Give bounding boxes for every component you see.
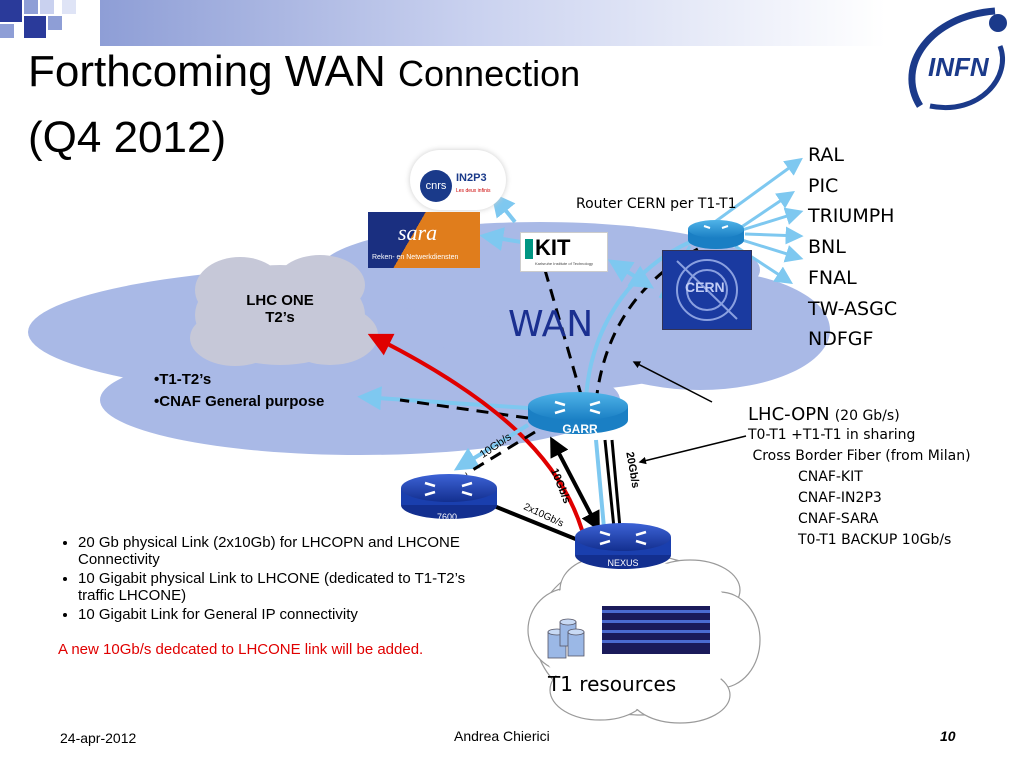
cern-text: CERN — [685, 279, 725, 295]
t2-bullet-1: •T1-T2’s — [154, 371, 212, 388]
footer-author: Andrea Chierici — [454, 728, 550, 744]
corner-squares — [0, 0, 100, 46]
router-7600-label: 7600 — [436, 512, 458, 522]
t2-bullet-list: •T1-T2’s •CNAF General purpose — [154, 369, 324, 413]
lhcopn-sub-3: CNAF-SARA — [798, 511, 879, 527]
kit-logo: KIT Karlsruhe Institute of Technology — [520, 232, 608, 272]
router-nexus — [575, 523, 671, 569]
router-cern — [688, 220, 744, 249]
site-ral: RAL — [808, 144, 845, 166]
lhcopn-block: LHC-OPN (20 Gb/s) T0-T1 +T1-T1 in sharin… — [748, 404, 1018, 551]
lhcopn-speed: (20 Gb/s) — [834, 408, 900, 424]
lhcone-label-line1: LHC ONE — [246, 292, 314, 309]
lhcopn-sub-1: CNAF-KIT — [798, 469, 863, 485]
router-garr — [528, 392, 628, 434]
router-cern-caption: Router CERN per T1-T1 — [576, 196, 737, 212]
cern-logo: CERN — [662, 250, 752, 330]
site-fnal: FNAL — [808, 266, 857, 289]
cnrs-text: cnrs — [420, 170, 452, 202]
wan-label: WAN — [508, 304, 594, 345]
site-ndfgf: NDFGF — [808, 328, 874, 351]
notes-block: 20 Gb physical Link (2x10Gb) for LHCOPN … — [58, 534, 478, 658]
router-garr-label: GARR — [562, 422, 598, 436]
site-pic: PIC — [808, 174, 839, 197]
lhcopn-line-1: T0-T1 +T1-T1 in sharing — [748, 427, 916, 443]
router-7600 — [401, 474, 497, 519]
site-tw-asgc: TW-ASGC — [808, 297, 898, 320]
kit-sub: Karlsruhe Institute of Technology — [535, 261, 593, 266]
lhcone-cloud-label: LHC ONE T2’s — [230, 292, 330, 326]
note-item: 10 Gigabit physical Link to LHCONE (dedi… — [78, 570, 478, 604]
lhcopn-title-row: LHC-OPN (20 Gb/s) — [748, 404, 1018, 425]
footer-date: 24-apr-2012 — [60, 730, 137, 746]
slide-title: Forthcoming WAN Connection (Q4 2012) — [28, 40, 788, 170]
lhcopn-title: LHC-OPN — [748, 404, 830, 425]
footer-page-number: 10 — [940, 728, 956, 744]
site-bnl: BNL — [808, 236, 846, 259]
lhcopn-sublist: CNAF-KIT CNAF-IN2P3 CNAF-SARA T0-T1 BACK… — [748, 467, 1018, 551]
t1-sites-list: RAL PIC TRIUMPH BNL FNAL TW-ASGC NDFGF — [808, 140, 897, 355]
kit-text: KIT — [535, 235, 571, 260]
infn-logo-text: INFN — [928, 52, 989, 82]
title-main: Forthcoming WAN — [28, 47, 399, 96]
storage-icon — [547, 618, 585, 659]
t2-bullet-2: •CNAF General purpose — [154, 393, 325, 410]
sara-logo: sara Reken- en Netwerkdiensten — [368, 212, 480, 268]
title-bar-gradient — [100, 0, 1024, 46]
lhcone-cloud — [190, 255, 378, 366]
lhcopn-line-2: Cross Border Fiber (from Milan) — [748, 448, 971, 464]
lhcopn-sub-2: CNAF-IN2P3 — [798, 490, 882, 506]
lhcopn-sub-4: T0-T1 BACKUP 10Gb/s — [798, 532, 952, 548]
site-triumph: TRIUMPH — [808, 205, 895, 228]
title-small: Connection — [398, 53, 581, 94]
server-rack-icon — [602, 606, 710, 654]
in2p3-text: IN2P3 — [456, 172, 487, 184]
title-line2: (Q4 2012) — [28, 113, 227, 162]
router-nexus-label: NEXUS — [607, 558, 639, 568]
t1-resources-label: T1 resources — [548, 672, 677, 696]
red-note: A new 10Gb/s dedcated to LHCONE link wil… — [58, 641, 424, 658]
sara-text: sara — [398, 220, 438, 245]
cnrs-in2p3-logo: cnrs IN2P3 Les deux infinis — [410, 150, 506, 210]
infn-logo: INFN — [900, 6, 1020, 116]
lhcone-label-line2: T2’s — [265, 309, 295, 326]
in2p3-sub: Les deux infinis — [456, 188, 491, 194]
notes-list: 20 Gb physical Link (2x10Gb) for LHCOPN … — [58, 534, 478, 623]
note-item: 20 Gb physical Link (2x10Gb) for LHCOPN … — [78, 534, 478, 568]
sara-sub: Reken- en Netwerkdiensten — [372, 254, 459, 261]
note-item: 10 Gigabit Link for General IP connectiv… — [78, 606, 478, 623]
